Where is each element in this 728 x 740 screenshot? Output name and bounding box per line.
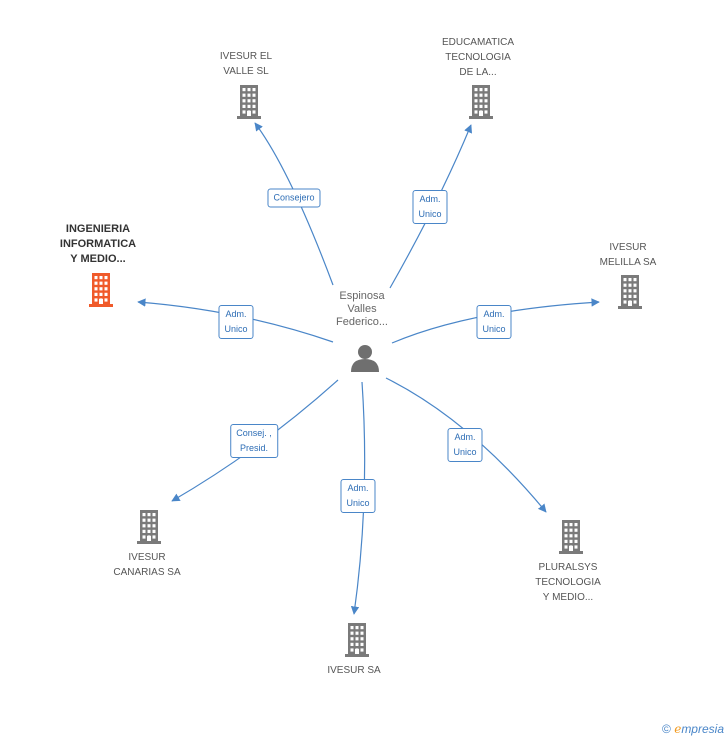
relation-badge-ivesur-canarias: Consej. , Presid. <box>230 424 278 458</box>
brand-footer: © empresia <box>662 722 724 736</box>
center-person-name-line: Espinosa <box>339 290 385 302</box>
center-person-name-line: Federico... <box>336 316 388 328</box>
company-label-pluralsys[interactable]: PLURALSYS TECNOLOGIA Y MEDIO... <box>535 560 601 605</box>
company-label-educamatica[interactable]: EDUCAMATICA TECNOLOGIA DE LA... <box>442 35 514 80</box>
edge-ivesur-el-valle <box>254 122 334 286</box>
company-label-ivesur-canarias[interactable]: IVESUR CANARIAS SA <box>113 550 180 580</box>
brand-logo-text: mpresia <box>681 722 724 736</box>
company-label-line: IVESUR EL <box>219 51 273 62</box>
person-icon <box>351 345 379 372</box>
copyright-symbol: © <box>662 722 671 736</box>
building-icon <box>469 85 493 119</box>
relation-badge-ivesur-melilla: Adm. Unico <box>476 305 512 339</box>
relation-badge-line: Adm. <box>483 309 505 319</box>
relation-badge-line: Presid. <box>239 443 268 453</box>
company-label-ivesur-sa[interactable]: IVESUR SA <box>327 663 380 678</box>
relation-badge-line: Unico <box>346 498 370 508</box>
company-label-ivesur-melilla[interactable]: IVESUR MELILLA SA <box>600 240 657 270</box>
company-label-line: DE LA... <box>459 67 497 78</box>
relation-badge-line: Consej. , <box>236 428 272 438</box>
company-label-line: TECNOLOGIA <box>445 52 511 63</box>
relation-badge-line: Consejero <box>273 192 315 203</box>
company-label-line: IVESUR SA <box>327 665 381 676</box>
company-label-line: EDUCAMATICA <box>441 37 515 48</box>
relation-badge-line: Unico <box>418 209 442 219</box>
relation-badge-line: Adm. <box>419 194 441 204</box>
relation-badge-line: Unico <box>224 324 248 334</box>
building-icon <box>345 623 369 657</box>
building-icon <box>559 520 583 554</box>
relation-badge-ivesur-el-valle: Consejero <box>267 188 321 208</box>
building-icon <box>89 273 113 307</box>
building-icon <box>618 275 642 309</box>
relation-badge-ivesur-sa: Adm. Unico <box>340 479 376 513</box>
relation-badge-educamatica: Adm. Unico <box>412 190 448 224</box>
company-label-line: TECNOLOGIA <box>535 577 601 588</box>
relation-badge-pluralsys: Adm. Unico <box>447 428 483 462</box>
relation-badge-line: Adm. <box>347 483 369 493</box>
building-icon <box>237 85 261 119</box>
relation-badge-line: Adm. <box>454 432 476 442</box>
center-person-name-line: Valles <box>347 303 377 315</box>
company-label-line: IVESUR <box>128 552 166 563</box>
company-label-ivesur-el-valle[interactable]: IVESUR EL VALLE SL <box>220 49 272 79</box>
relation-badge-ingenieria-informatica: Adm. Unico <box>218 305 254 339</box>
relation-badge-line: Unico <box>482 324 506 334</box>
brand-logo-initial: e <box>674 722 682 736</box>
company-label-line: PLURALSYS <box>538 562 598 573</box>
building-icon <box>137 510 161 544</box>
company-label-ingenieria-informatica[interactable]: INGENIERIA INFORMATICA Y MEDIO... <box>60 222 136 267</box>
relation-badge-line: Adm. <box>225 309 247 319</box>
relation-badge-line: Unico <box>453 447 477 457</box>
company-label-line: Y MEDIO... <box>542 592 594 603</box>
company-label-line: IVESUR <box>609 242 647 253</box>
company-label-line: INGENIERIA <box>65 223 131 235</box>
company-label-line: CANARIAS SA <box>113 567 181 578</box>
company-label-line: INFORMATICA <box>59 238 137 250</box>
company-label-line: VALLE SL <box>223 66 269 77</box>
company-label-line: Y MEDIO... <box>70 253 126 265</box>
company-label-line: MELILLA SA <box>599 257 657 268</box>
